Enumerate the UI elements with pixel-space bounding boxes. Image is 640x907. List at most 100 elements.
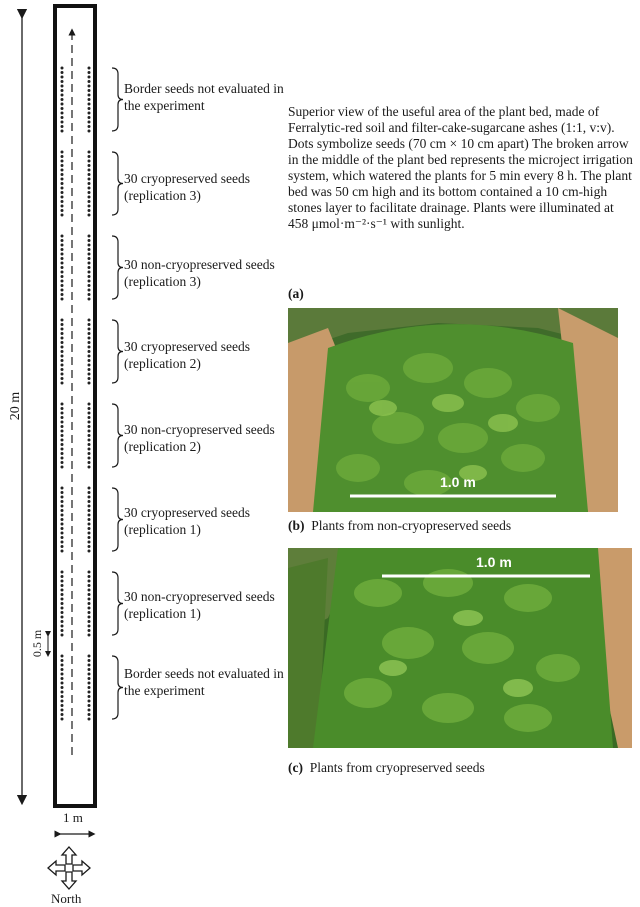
section-brace	[111, 655, 124, 720]
seed-dot	[60, 209, 64, 212]
seed-dot	[87, 668, 91, 671]
seed-dot	[87, 663, 91, 667]
seed-dot	[60, 243, 64, 247]
seed-dot	[87, 261, 91, 265]
seed-dot	[60, 624, 64, 628]
seed-dot	[60, 120, 64, 124]
seed-dot	[60, 579, 64, 583]
seed-dot	[60, 66, 64, 70]
seed-dot	[60, 504, 64, 508]
seed-dot	[87, 93, 91, 97]
seed-dot	[60, 341, 64, 344]
seed-dot	[60, 452, 64, 455]
seed-dot	[87, 164, 91, 167]
seed-dot	[60, 116, 64, 119]
seed-dot	[87, 341, 91, 344]
width-label: 1 m	[63, 810, 83, 825]
seed-dot	[87, 107, 91, 110]
panel-b-label: (b)	[288, 518, 305, 533]
seed-dot	[60, 527, 64, 530]
seed-dot	[60, 182, 64, 185]
seed-dot	[60, 704, 64, 707]
seed-dot	[87, 545, 91, 548]
seed-dot	[87, 248, 91, 251]
seed-dot	[87, 125, 91, 128]
seed-dot	[87, 336, 91, 340]
seed-dot	[60, 429, 64, 433]
seed-dot	[87, 452, 91, 455]
seed-dot	[87, 593, 91, 596]
seed-dot	[60, 336, 64, 340]
seed-dot	[60, 239, 64, 242]
seed-dot	[60, 252, 64, 256]
seed-dot	[87, 177, 91, 181]
seed-dot	[60, 570, 64, 574]
seed-dot	[60, 536, 64, 539]
compass-label: North	[51, 891, 82, 906]
seed-dot	[60, 717, 64, 721]
seed-dot	[60, 75, 64, 79]
seed-dot	[87, 182, 91, 185]
panel-b-caption-text: Plants from non-cryopreserved seeds	[311, 518, 512, 533]
seed-dot	[87, 327, 91, 331]
seed-dot	[60, 491, 64, 494]
seed-dot	[60, 98, 64, 101]
seed-dot	[87, 659, 91, 662]
photo-non-cryopreserved: 1.0 m	[288, 308, 618, 512]
seed-dot	[60, 411, 64, 415]
seed-dot	[87, 443, 91, 446]
seed-dot	[60, 597, 64, 601]
section-brace	[111, 319, 124, 384]
seed-dot	[60, 372, 64, 376]
seed-dot	[60, 713, 64, 716]
seed-dot	[87, 465, 91, 469]
seed-dot	[60, 681, 64, 685]
seed-dot	[87, 429, 91, 433]
seed-dot	[60, 359, 64, 362]
seed-dot	[87, 284, 91, 287]
seed-dot	[60, 248, 64, 251]
seed-dot	[87, 672, 91, 676]
seed-dot	[87, 168, 91, 172]
seed-dot	[87, 213, 91, 217]
seed-dot	[87, 98, 91, 101]
seed-dot	[60, 257, 64, 260]
seed-dot	[60, 402, 64, 406]
scale-bar-label-c: 1.0 m	[476, 554, 512, 570]
seed-dot	[60, 93, 64, 97]
seed-dot	[60, 89, 64, 92]
seed-dot	[87, 275, 91, 278]
seed-dot	[60, 164, 64, 167]
section-label-noncryo-rep2: 30 non-cryopreserved seeds (replication …	[124, 422, 275, 454]
seed-dot	[87, 372, 91, 376]
section-label-cryo-rep1: 30 cryopreserved seeds (replication 1)	[124, 505, 250, 537]
seed-dot	[87, 116, 91, 119]
seed-dot	[87, 588, 91, 592]
seed-dot	[87, 597, 91, 601]
seed-dot	[60, 588, 64, 592]
seed-dot	[87, 120, 91, 124]
seed-dot	[60, 332, 64, 335]
seed-dot	[60, 129, 64, 133]
seed-dot	[87, 293, 91, 296]
seed-dot	[60, 500, 64, 503]
seed-dot	[60, 177, 64, 181]
section-brace	[111, 487, 124, 552]
section-label-noncryo-rep3: 30 non-cryopreserved seeds (replication …	[124, 257, 275, 289]
seed-dot	[87, 495, 91, 499]
seed-dot	[87, 89, 91, 92]
seed-dot	[60, 686, 64, 689]
panel-c-label: (c)	[288, 760, 303, 775]
seed-dot	[87, 425, 91, 428]
seed-dot	[60, 584, 64, 587]
seed-dot	[87, 575, 91, 578]
seed-dot	[60, 425, 64, 428]
seed-dot	[87, 234, 91, 238]
seed-dot	[60, 620, 64, 623]
seed-dot	[87, 80, 91, 83]
seed-dot	[60, 420, 64, 424]
seed-dot	[60, 71, 64, 74]
seed-dot	[87, 513, 91, 517]
seed-dot	[60, 200, 64, 203]
